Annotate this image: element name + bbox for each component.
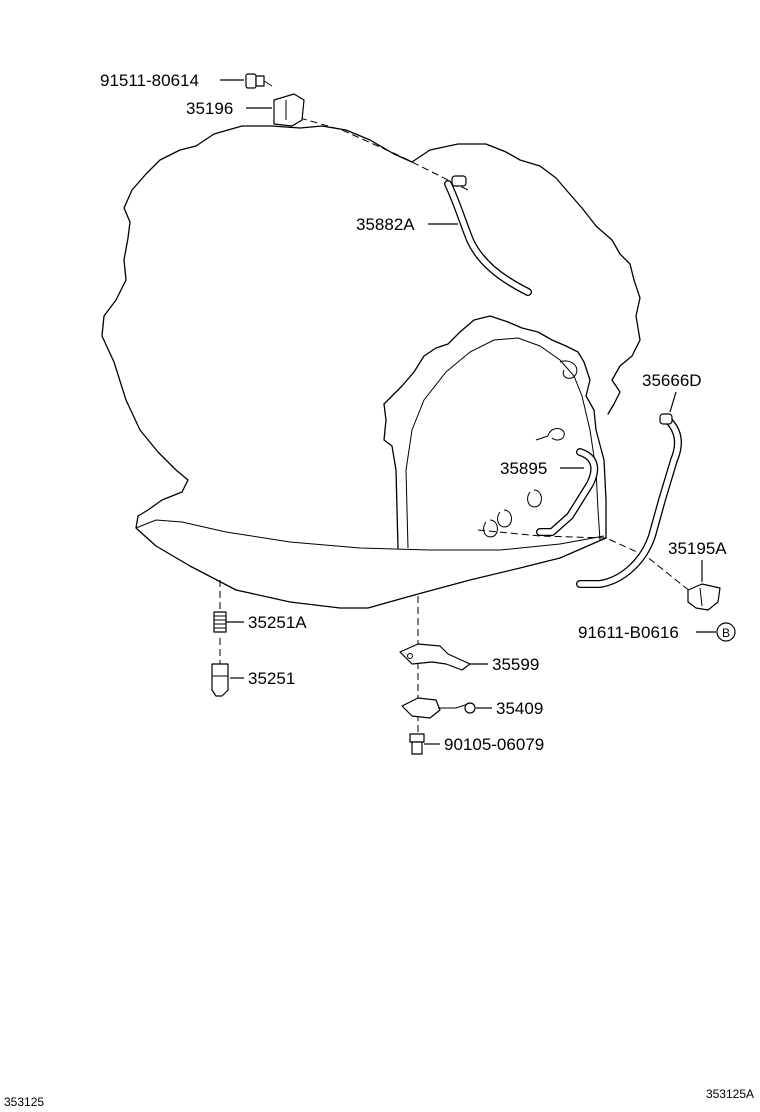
clamp-35196: [246, 93, 305, 127]
footer-code-left: 353125: [4, 1095, 44, 1109]
clamp-35195A: [687, 560, 721, 611]
label-91511-80614: 91511-80614: [100, 71, 199, 90]
hose-35882A: [428, 175, 532, 296]
label-90105-06079: 90105-06079: [444, 735, 544, 754]
label-35251A: 35251A: [248, 613, 307, 632]
label-35882A: 35882A: [356, 215, 415, 234]
label-35196: 35196: [186, 99, 233, 118]
ref-b-marker: B: [696, 622, 736, 642]
label-35195A: 35195A: [668, 539, 727, 558]
bolt-91511-80614: [220, 73, 273, 89]
sensor-35409: [401, 697, 492, 719]
hose-35895: [536, 448, 599, 536]
assembly-dash-lines: [219, 117, 697, 738]
plate-35599: [399, 643, 488, 671]
spring-35251A: [213, 611, 244, 633]
label-35895: 35895: [500, 459, 547, 478]
label-35409: 35409: [496, 699, 543, 718]
label-35251: 35251: [248, 669, 295, 688]
label-35666D: 35666D: [642, 371, 702, 390]
footer-code-right: 353125A: [706, 1087, 754, 1101]
bolt-90105-06079: [409, 733, 440, 755]
transmission-case-outline: [101, 125, 641, 609]
ref-b-label: B: [722, 626, 730, 640]
hose-35666D: [576, 391, 682, 588]
label-35599: 35599: [492, 655, 539, 674]
label-91611-B0616: 91611-B0616: [578, 623, 679, 642]
valve-35251: [211, 663, 244, 697]
